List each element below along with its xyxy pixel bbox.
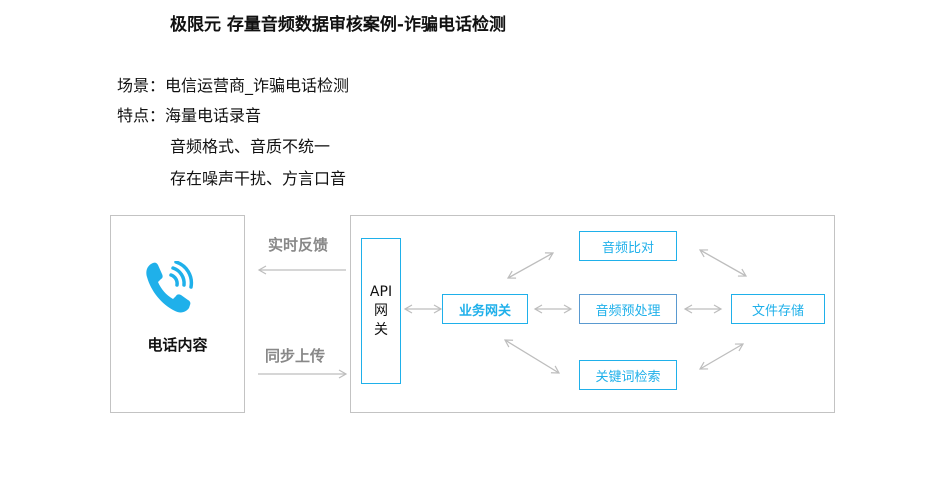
- api-gateway-node: API 网 关: [361, 238, 401, 384]
- sync-upload-label: 同步上传: [265, 347, 326, 365]
- phone-content-panel: [110, 215, 245, 413]
- business-compare-arrow: [506, 252, 555, 279]
- feature-item: 音频格式、音质不统一: [170, 137, 331, 156]
- feature-label: 特点：: [117, 106, 166, 125]
- phone-call-icon: [146, 261, 194, 313]
- file-storage-node: 文件存储: [731, 294, 825, 324]
- scene-label: 场景：: [117, 76, 166, 95]
- business-gateway-node: 业务网关: [442, 294, 528, 324]
- realtime-feedback-label: 实时反馈: [268, 236, 329, 254]
- system-panel: [350, 215, 835, 413]
- api-gateway-text: 关: [374, 321, 388, 338]
- api-gateway-text: API: [369, 283, 393, 300]
- audio-compare-node: 音频比对: [579, 231, 677, 261]
- business-keyword-arrow: [503, 339, 561, 374]
- scene-line: 场景：电信运营商_诈骗电话检测: [117, 72, 349, 96]
- scene-value: 电信运营商_诈骗电话检测: [165, 76, 350, 95]
- feature-item: 存在噪声干扰、方言口音: [170, 169, 347, 188]
- feature-item: 海量电话录音: [165, 106, 262, 125]
- keyword-search-node: 关键词检索: [579, 360, 677, 390]
- compare-storage-arrow: [698, 249, 748, 277]
- page-title: 极限元 存量音频数据审核案例-诈骗电话检测: [170, 15, 506, 35]
- phone-content-label: 电话内容: [147, 336, 208, 354]
- keyword-storage-arrow: [698, 343, 745, 370]
- feature-line: 特点：海量电话录音: [117, 102, 261, 126]
- api-gateway-text: 网: [374, 302, 388, 319]
- audio-preprocess-node: 音频预处理: [579, 294, 677, 324]
